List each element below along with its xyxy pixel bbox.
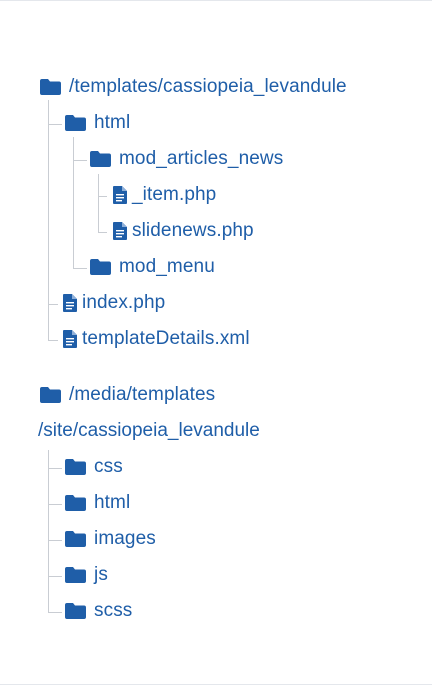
- tree-item-label: html: [94, 112, 131, 133]
- tree-item-label: scss: [94, 600, 133, 621]
- folder-icon: [40, 387, 61, 403]
- folder-icon: [65, 567, 86, 583]
- tree-item-templates-root[interactable]: /templates/cassiopeia_levandule: [40, 74, 347, 100]
- tree-item-slidenews-php-file[interactable]: slidenews.php: [113, 218, 254, 244]
- tree-item-template-details-file[interactable]: templateDetails.xml: [63, 326, 250, 352]
- tree-guide: [98, 174, 99, 232]
- tree-item-mod-articles-news-folder[interactable]: mod_articles_news: [90, 146, 283, 172]
- tree-item-media-templates-root[interactable]: /media/templates: [40, 382, 215, 408]
- tree-item-mod-menu-folder[interactable]: mod_menu: [90, 254, 215, 280]
- tree-item-label: html: [94, 492, 131, 513]
- tree-guide: [48, 612, 62, 613]
- folder-icon: [90, 151, 111, 167]
- folder-icon: [90, 259, 111, 275]
- tree-item-label: mod_menu: [119, 256, 215, 277]
- tree-item-label: /media/templates: [69, 384, 216, 405]
- folder-icon: [65, 459, 86, 475]
- folder-icon: [65, 495, 86, 511]
- tree-guide: [98, 196, 107, 197]
- tree-guide: [48, 576, 62, 577]
- top-divider: [0, 0, 432, 1]
- tree-item-label-continuation: /site/cassiopeia_levandule: [38, 420, 260, 441]
- tree-guide: [48, 124, 62, 125]
- tree-item-label: js: [94, 564, 108, 585]
- tree-item-html-folder[interactable]: html: [65, 490, 130, 516]
- tree-item-css-folder[interactable]: css: [65, 454, 123, 480]
- tree-item-index-php-file[interactable]: index.php: [63, 290, 165, 316]
- tree-item-html-folder[interactable]: html: [65, 110, 130, 136]
- tree-item-label: images: [94, 528, 156, 549]
- tree-guide: [73, 268, 87, 269]
- tree-item-label: index.php: [82, 292, 166, 313]
- folder-icon: [65, 603, 86, 619]
- tree-guide: [73, 137, 74, 268]
- tree-item-label: slidenews.php: [132, 220, 254, 241]
- tree-item-label: mod_articles_news: [119, 148, 284, 169]
- file-icon: [113, 186, 127, 204]
- tree-guide: [73, 160, 87, 161]
- file-icon: [63, 330, 77, 348]
- tree-item-item-php-file[interactable]: _item.php: [113, 182, 216, 208]
- tree-item-label: /templates/cassiopeia_levandule: [69, 76, 347, 97]
- tree-item-label: templateDetails.xml: [82, 328, 250, 349]
- file-icon: [113, 222, 127, 240]
- tree-guide: [48, 504, 62, 505]
- tree-guide: [48, 450, 49, 612]
- tree-guide: [48, 340, 58, 341]
- tree-guide: [48, 540, 62, 541]
- tree-guide: [48, 100, 49, 340]
- tree-guide: [48, 468, 62, 469]
- folder-icon: [65, 531, 86, 547]
- tree-item-scss-folder[interactable]: scss: [65, 598, 132, 624]
- tree-guide: [48, 304, 58, 305]
- tree-item-label: _item.php: [132, 184, 217, 205]
- file-icon: [63, 294, 77, 312]
- folder-icon: [40, 79, 61, 95]
- tree-item-images-folder[interactable]: images: [65, 526, 156, 552]
- tree-item-label: css: [94, 456, 123, 477]
- tree-item-js-folder[interactable]: js: [65, 562, 108, 588]
- folder-icon: [65, 115, 86, 131]
- tree-guide: [98, 232, 107, 233]
